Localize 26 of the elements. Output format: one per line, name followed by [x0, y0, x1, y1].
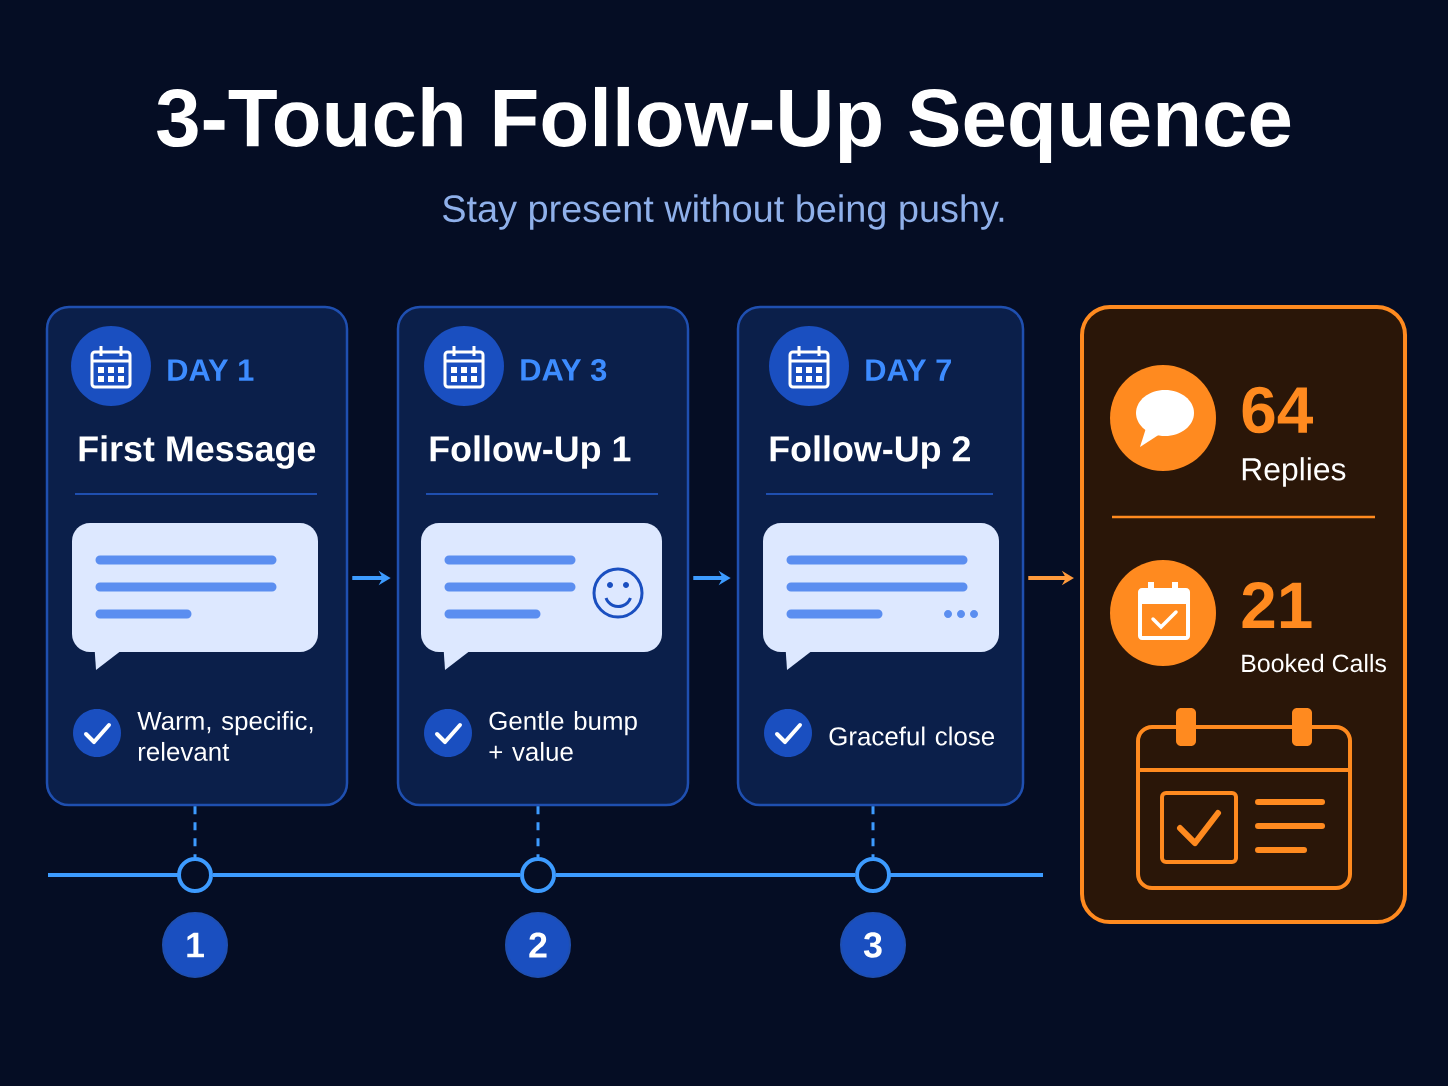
day-label: DAY 1	[168, 359, 254, 381]
dashed-connector	[871, 806, 875, 857]
step-title: Follow-Up 1	[430, 435, 631, 469]
day-label: DAY 7	[866, 359, 951, 381]
title: 3-Touch Follow-Up Sequence	[157, 86, 1291, 164]
stat-number: 64	[1242, 386, 1313, 434]
day-label: DAY 3	[521, 359, 607, 381]
step-title: Follow-Up 2	[770, 435, 970, 469]
stat-label: Booked Calls	[1242, 653, 1386, 673]
stat-label: Replies	[1242, 457, 1346, 487]
timeline-dot	[177, 857, 213, 893]
dashed-connector	[193, 806, 197, 857]
step-title: First Message	[79, 435, 316, 469]
step-note: Gentle bump + value	[489, 711, 637, 761]
subtitle: Stay present without being pushy.	[443, 194, 1004, 230]
timeline-segment	[213, 873, 520, 877]
stat-number: 21	[1242, 582, 1312, 628]
timeline-dot	[520, 857, 556, 893]
timeline-dot	[855, 857, 891, 893]
step-number-badge: 3	[840, 912, 906, 978]
step-note: Graceful close	[829, 726, 995, 746]
step-number-badge: 2	[505, 912, 571, 978]
step-number-badge: 1	[162, 912, 228, 978]
step-note: Warm, specific, relevant	[137, 711, 313, 761]
dashed-connector	[536, 806, 540, 857]
timeline-segment	[556, 873, 855, 877]
